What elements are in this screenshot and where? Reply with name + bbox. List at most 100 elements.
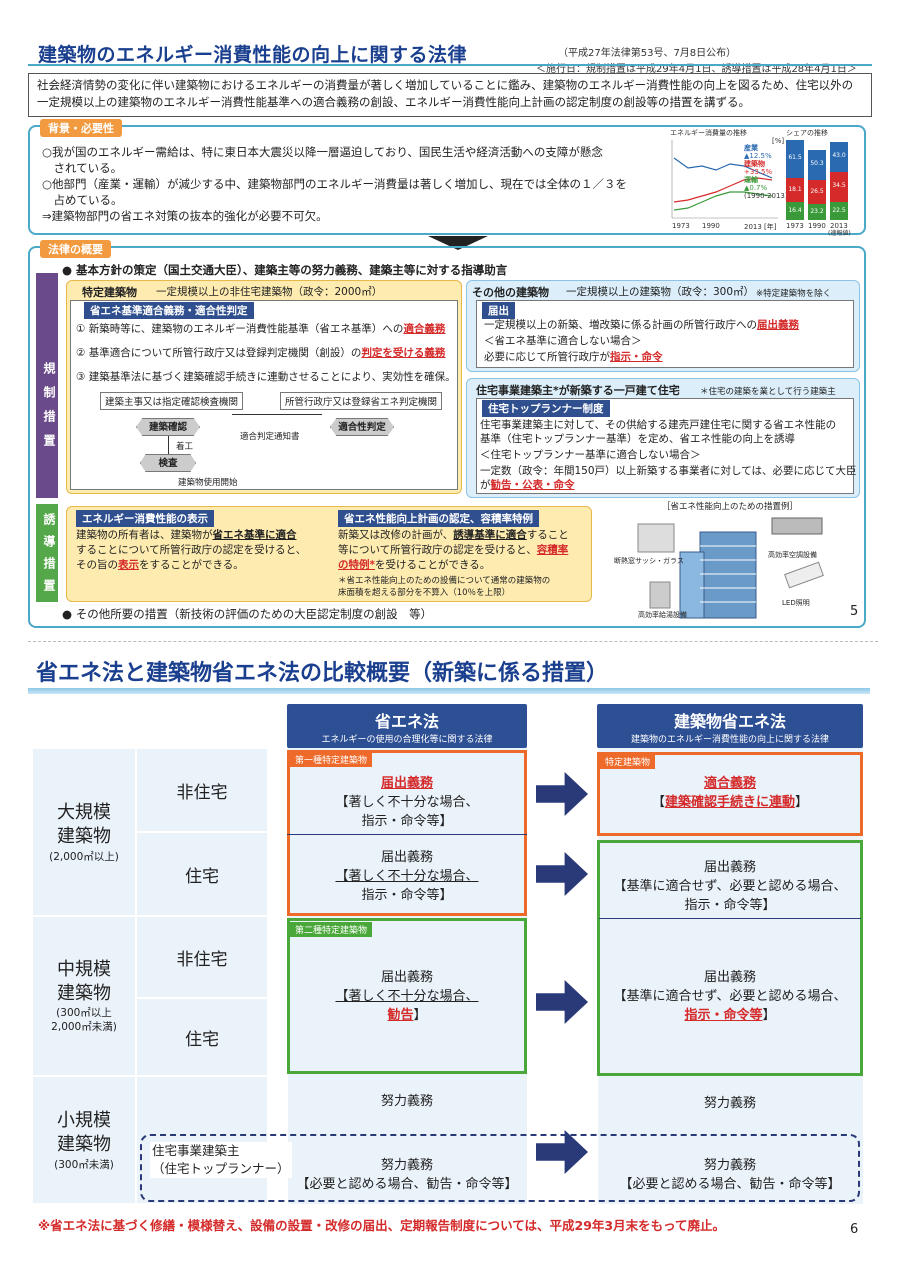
display-tag: エネルギー消費性能の表示: [76, 510, 214, 527]
flow-down-line: [168, 436, 169, 454]
old-toprunner-act: 【必要と認める場合、勧告・命令等】: [296, 1177, 518, 1192]
toprunner-line-3: ＜住宅トップランナー基準に適合しない場合＞: [480, 449, 701, 461]
illus-label-water-heater: 高効率給湯設備: [638, 611, 687, 619]
flow-arrow-line: [232, 414, 322, 424]
display-line-3: その旨の表示をすることができる。: [76, 558, 244, 573]
row-large-label: 大規模 建築物: [57, 801, 111, 847]
housing-builder-head: 住宅事業建築主*が新築する一戸建て住宅: [476, 384, 680, 397]
notification-line-3: 必要に応じて所管行政庁が指示・命令: [484, 350, 663, 365]
page6-title: 省エネ法と建築物省エネ法の比較概要（新築に係る措置）: [36, 661, 609, 686]
old-medium-text: 届出義務 【著しく不十分な場合、 勧告】: [287, 968, 527, 1025]
share-bar-transport-2013: 22.5: [830, 202, 848, 220]
background-line: ○我が国のエネルギー需給は、特に東日本大震災以降一層逼迫しており、国民生活や経済…: [42, 145, 603, 159]
tag-type1: 第一種特定建築物: [290, 752, 373, 767]
flow-inspection-agency: 建築主事又は指定確認検査機関: [100, 392, 244, 410]
chart-title-share: シェアの推移: [786, 129, 828, 137]
old-large-nonres-cond: 【著しく不十分な場合、: [335, 795, 479, 810]
instruction-order: 指示・命令: [610, 351, 663, 363]
plan-note-2: 床面積を超える部分を不算入（10％を上限）: [338, 588, 511, 598]
share-note: (速報値): [828, 230, 851, 237]
new-large-res-duty: 届出義務: [703, 860, 756, 875]
toprunner-row-outline: [140, 1134, 860, 1202]
basic-policy-bullet: ● 基本方針の策定（国土交通大臣）、建築主等の努力義務、建築主等に対する指導助言: [62, 263, 508, 277]
row-small-sub: (300㎡未満): [54, 1158, 114, 1171]
display-line-3-end: をすることができる。: [139, 559, 244, 571]
new-notify-divider: [599, 918, 861, 919]
tag-type2: 第二種特定建築物: [290, 922, 373, 937]
plan-line-2-text: 等について所管行政庁の認定を受けると、: [338, 544, 537, 556]
plan-tag: 省エネ性能向上計画の認定、容積率特例: [338, 510, 539, 527]
new-special-box: [597, 752, 863, 836]
title-underline: [28, 64, 872, 66]
plan-line-2: 等について所管行政庁の認定を受けると、容積率: [338, 543, 568, 558]
series-transport-line: [673, 191, 773, 211]
background-text: ○我が国のエネルギー需給は、特に東日本大震災以降一層逼迫しており、国民生活や経済…: [42, 144, 682, 224]
page5-title: 建築物のエネルギー消費性能の向上に関する法律: [38, 44, 468, 66]
col-header-new-law: 建築物省エネ法 建築物のエネルギー消費性能の向上に関する法律: [597, 704, 863, 748]
new-large-nonres-text: 適合義務 【建築確認手続きに連動】: [597, 774, 863, 812]
old-medium-duty: 届出義務: [380, 970, 433, 985]
footnote: ※省エネ法に基づく修繕・模様替え、設備の設置・改修の届出、定期報告制度については…: [38, 1218, 725, 1233]
new-toprunner-text: 努力義務 【必要と認める場合、勧告・命令等】: [597, 1156, 863, 1194]
old-large-nonres-duty: 届出義務: [380, 776, 433, 791]
new-large-nonres-link: 建築確認手続きに連動: [664, 795, 795, 810]
row-large: 大規模 建築物 (2,000㎡以上): [32, 748, 136, 916]
series-building-line: [673, 177, 773, 203]
col-header-old-law: 省エネ法 エネルギーの使用の合理化等に関する法律: [287, 704, 527, 748]
other-building-note: ※特定建築物を除く: [756, 289, 832, 299]
cat-small: [136, 1076, 268, 1204]
right-arrow-icon: [536, 852, 588, 896]
old-large-res-duty: 届出義務: [380, 850, 433, 865]
series-industry-line: [673, 157, 773, 179]
illus-label-led: LED照明: [782, 599, 810, 607]
new-large-nonres-duty: 適合義務: [703, 776, 756, 791]
plan-line-3: の特例*を受けることができる。: [338, 558, 490, 573]
share-bar-transport-1973: 16.4: [786, 202, 804, 220]
outline-tag: 法律の概要: [40, 240, 111, 258]
col-header-old-law-sub: エネルギーの使用の合理化等に関する法律: [321, 735, 493, 745]
cat-large-nonres: 非住宅: [136, 748, 268, 832]
conformity-head: 省エネ基準適合義務・適合性判定: [84, 302, 254, 319]
conformity-obligation: 適合義務: [403, 323, 446, 335]
notification-text: 一定規模以上の新築、増改築に係る計画の所管行政庁への: [484, 319, 757, 331]
flow-notice: 適合判定通知書: [240, 432, 300, 442]
row-small-label: 小規模 建築物: [57, 1109, 111, 1155]
page-number-5: 5: [850, 604, 859, 619]
toprunner-tag: 住宅トップランナー制度: [482, 400, 610, 417]
cat-large-res: 住宅: [136, 832, 268, 916]
row-large-sub: (2,000㎡以上): [49, 850, 119, 863]
page-number-6: 6: [850, 1222, 859, 1237]
old-large-res-text: 届出義務 【著しく不十分な場合、 指示・命令等】: [287, 848, 527, 905]
plan-line-1-text: 新築又は改修の計画が、: [338, 529, 454, 541]
x-tick: 1973: [672, 222, 690, 230]
notification-line-1: 一定規模以上の新築、増改築に係る計画の所管行政庁への届出義務: [484, 318, 799, 333]
toprunner-line-5-text: が: [480, 479, 491, 491]
old-medium-close: 】: [413, 1008, 427, 1023]
regulation-side-label: 規制措置: [36, 273, 58, 498]
old-toprunner-text: 努力義務 【必要と認める場合、勧告・命令等】: [287, 1156, 527, 1194]
row-medium-sub: (300㎡以上 2,000㎡未満): [51, 1007, 117, 1033]
background-line: 占めている。: [42, 193, 123, 207]
conformity-item-1: ① 新築時等に、建築物のエネルギー消費性能基準（省エネ基準）への適合義務: [76, 322, 445, 337]
legend-transport: 運輸: [744, 176, 758, 184]
special-building-sub: 一定規模以上の非住宅建築物（政令：2000㎡）: [156, 286, 383, 298]
other-building-head: その他の建築物: [472, 286, 549, 299]
flow-judgement-agency: 所管行政庁又は登録省エネ判定機関: [280, 392, 443, 410]
old-small-text: 努力義務: [380, 1094, 433, 1109]
old-type2-box: [287, 918, 527, 1074]
new-medium-cond: 【基準に適合せず、必要と認める場合、: [613, 989, 847, 1004]
legend-building: 建築物: [744, 160, 765, 168]
toprunner-line-5: が勧告・公表・命令: [480, 478, 575, 493]
new-medium-close: 】: [762, 1008, 776, 1023]
illustration-title: ［省エネ性能向上のための措置例］: [662, 502, 799, 512]
flow-kaishi: 建築物使用開始: [178, 478, 238, 488]
intro-text: 社会経済情勢の変化に伴い建築物におけるエネルギーの消費量が著しく増加していること…: [28, 73, 872, 117]
old-large-nonres-text: 届出義務 【著しく不十分な場合、 指示・命令等】: [287, 774, 527, 831]
share-bar-building-2013: 34.5: [830, 172, 848, 202]
notification-tag: 届出: [482, 302, 515, 319]
cat-medium-nonres: 非住宅: [136, 916, 268, 998]
flow-kakunin: 建築確認: [136, 418, 200, 436]
flow-tekigosei: 適合性判定: [330, 418, 394, 436]
col-header-new-law-title: 建築物省エネ法: [673, 712, 786, 731]
